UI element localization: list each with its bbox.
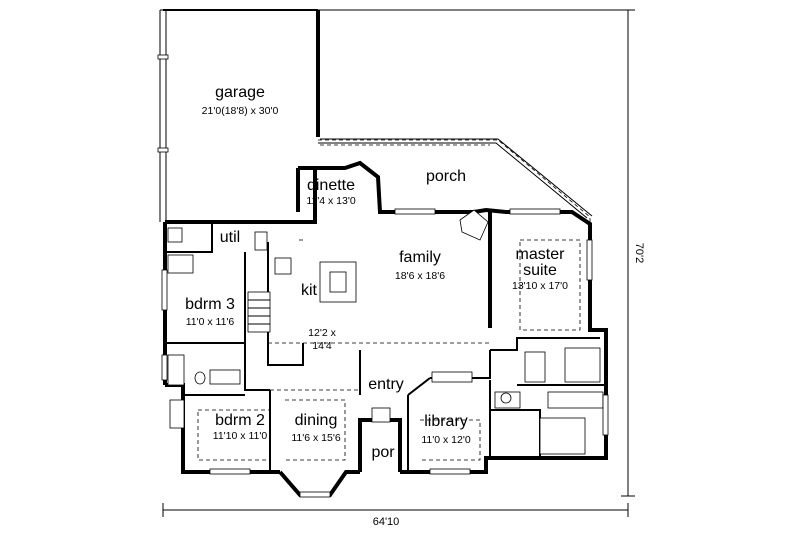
- overall-width-label: 64'10: [373, 516, 400, 528]
- room-name-library: library: [424, 413, 468, 430]
- room-name-porch: porch: [426, 168, 466, 185]
- sink-icon: [209, 369, 241, 385]
- room-dims-master-suite: 13'10 x 17'0: [512, 280, 568, 292]
- room-dims-bdrm3: 11'0 x 11'6: [186, 316, 235, 328]
- room-name-suite: suite: [523, 262, 557, 279]
- room-labels: garage 21'0(18'8) x 30'0 porch dinette 1…: [185, 84, 568, 461]
- stairs-icon: [247, 291, 271, 333]
- water-heater-icon: [167, 227, 183, 243]
- room-dims-bdrm2: 11'10 x 11'0: [213, 430, 268, 442]
- room-dims-kit-2: 14'4: [312, 340, 332, 352]
- room-name-family: family: [399, 249, 441, 266]
- room-dims-family: 18'6 x 18'6: [395, 270, 445, 282]
- room-dims-kit: 12'2 x: [308, 327, 336, 339]
- windows: [161, 208, 609, 498]
- room-name-master: master: [516, 246, 566, 263]
- fireplace-icon: [459, 209, 489, 241]
- room-name-dinette: dinette: [307, 177, 355, 194]
- closet-icon: [547, 391, 604, 409]
- toilet-icon: [194, 371, 206, 385]
- room-name-entry: entry: [368, 376, 404, 393]
- garage-walls: [157, 9, 320, 224]
- door-swing-icon: [371, 407, 391, 423]
- room-name-garage: garage: [215, 84, 265, 101]
- room-dims-library: 11'0 x 12'0: [421, 434, 471, 446]
- room-dims-dining: 11'6 x 15'6: [291, 432, 341, 444]
- porch-outline: [318, 138, 593, 260]
- room-name-kit: kit: [301, 282, 318, 299]
- fixtures: [167, 209, 604, 455]
- room-name-bdrm3: bdrm 3: [185, 296, 235, 313]
- room-name-por: por: [371, 444, 395, 461]
- room-name-util: util: [220, 229, 240, 246]
- master-tub-icon: [564, 347, 601, 383]
- room-dims-dinette: 11'4 x 13'0: [306, 195, 356, 207]
- room-name-dining: dining: [295, 412, 338, 429]
- overall-depth-label: 70'2: [633, 243, 645, 263]
- bathtub-icon: [167, 354, 185, 386]
- room-name-bdrm2: bdrm 2: [215, 412, 265, 429]
- room-boundaries: [197, 144, 581, 461]
- room-dims-garage: 21'0(18'8) x 30'0: [202, 105, 279, 117]
